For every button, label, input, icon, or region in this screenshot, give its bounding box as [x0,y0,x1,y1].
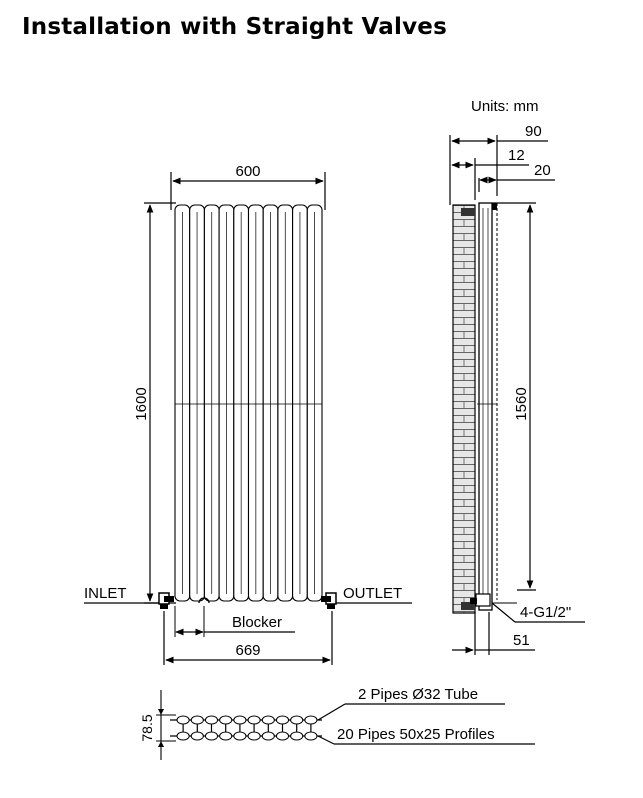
outlet-label: OUTLET [343,585,402,602]
page-title: Installation with Straight Valves [22,14,447,40]
side-view: Units: mm 90 12 20 1560 [449,98,585,655]
outlet-valve [321,592,337,609]
height-label: 1600 [133,387,150,420]
offset-label: 51 [513,632,530,649]
profile-bottom [219,731,233,741]
front-view: 600 1600 INLET OUTLET Blocker [84,163,412,665]
center-height-label: 1560 [513,387,530,420]
profile-top [275,715,290,725]
top-connection [492,203,497,210]
width-label: 600 [235,163,260,180]
radiator-tubes [174,204,323,602]
profile-top [190,715,204,725]
top-view: 78.5 2 Pipes Ø32 Tube 20 Pipes 50x25 Pro… [139,686,535,760]
connection-leader [491,602,516,623]
profile-bottom [261,731,275,741]
tube-leader [317,703,346,721]
profile-bottom [204,731,219,741]
profile-top [233,715,247,725]
profile-top [204,715,219,725]
blocker-label: Blocker [232,614,282,631]
top-depth-label: 78.5 [139,714,155,741]
radiator-side-profile [478,202,493,611]
profile-bottom [247,731,261,741]
units-label: Units: mm [471,98,539,115]
depth-label: 90 [525,123,542,140]
inlet-label: INLET [84,585,127,602]
top-bracket [461,208,475,216]
pipe-label: 20 [534,162,551,179]
profile-top [261,715,275,725]
profile-bottom [190,731,204,741]
blocker-symbol [198,597,210,604]
profile-top [290,715,304,725]
profile-bottom [233,731,247,741]
profile-top [304,715,318,725]
valve-width-label: 669 [235,642,260,659]
profile-top [247,715,261,725]
bracket-label: 12 [508,147,525,164]
profiles-row [176,715,318,741]
profile-bottom [290,731,304,741]
profile-top [219,715,233,725]
inlet-valve [158,592,174,609]
bottom-bracket [461,602,475,610]
profile-bottom [275,731,290,741]
tube-label: 2 Pipes Ø32 Tube [358,686,478,703]
profile-label: 20 Pipes 50x25 Profiles [337,726,495,743]
profile-bottom [176,731,190,741]
profile-bottom [304,731,318,741]
profile-leader [317,735,335,745]
connection-label: 4-G1/2" [520,604,571,621]
side-valve [475,593,491,607]
profile-top [176,715,190,725]
wall [452,204,476,614]
